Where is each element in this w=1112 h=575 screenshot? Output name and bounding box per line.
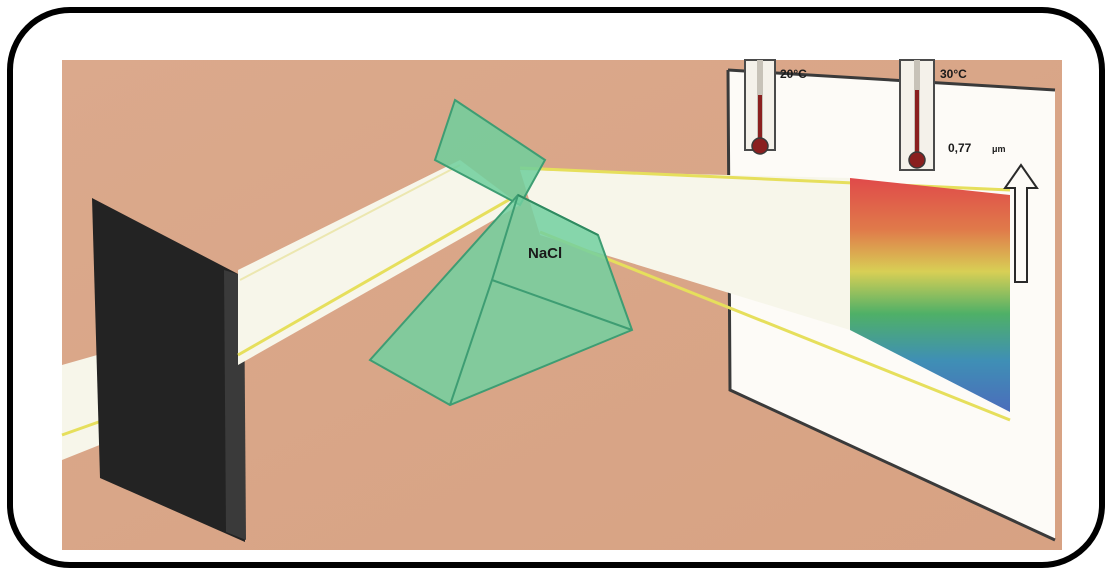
spectrum-band bbox=[850, 178, 1010, 412]
nacl-prism bbox=[368, 98, 634, 407]
up-arrow-icon bbox=[1003, 163, 1039, 283]
thermometer-left bbox=[744, 59, 776, 155]
wavelength-unit: μm bbox=[992, 144, 1006, 154]
rounded-frame-border bbox=[7, 7, 1105, 568]
wavelength-value: 0,77 bbox=[948, 141, 972, 155]
dispersed-light-beam bbox=[520, 170, 850, 330]
thermometer-left-label: 20°C bbox=[780, 67, 807, 81]
prism-label: NaCl bbox=[528, 245, 562, 262]
slit-screen bbox=[92, 198, 245, 542]
thermometer-right bbox=[899, 59, 935, 171]
thermometer-right-label: 30°C bbox=[940, 67, 967, 81]
